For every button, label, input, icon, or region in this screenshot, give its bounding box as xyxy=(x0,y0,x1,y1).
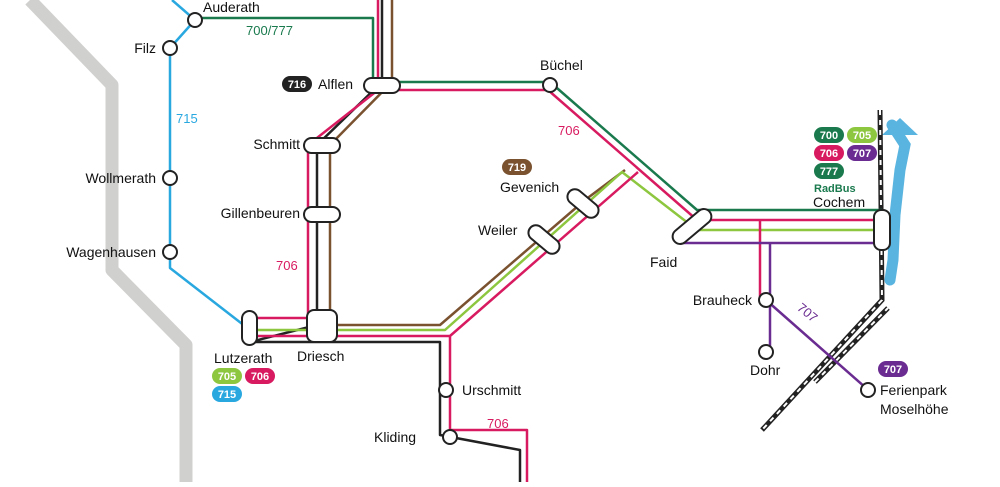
route-707 xyxy=(682,241,882,389)
stop-marker-filz[interactable] xyxy=(162,40,178,56)
stop-marker-buechel[interactable] xyxy=(542,77,558,93)
stop-label-filz: Filz xyxy=(134,40,156,56)
stop-label-ferienpark: Ferienpark xyxy=(880,382,948,398)
badge-lutzerath-715: 715 xyxy=(218,389,236,401)
motorway-band xyxy=(25,0,193,482)
route-label-707: 707 xyxy=(794,300,820,325)
stop-marker-gevenich[interactable] xyxy=(564,186,601,221)
route-label-700-777: 700/777 xyxy=(246,23,293,38)
badge-cochem-705-bg xyxy=(847,127,877,143)
stop-label-dohr: Dohr xyxy=(750,362,781,378)
badge-lutzerath-705-bg xyxy=(212,368,242,384)
stop-label-weiler: Weiler xyxy=(478,222,518,238)
stop-label-lutzerath: Lutzerath xyxy=(214,350,272,366)
route-705 xyxy=(250,170,882,332)
radbus-label: RadBus xyxy=(814,183,856,195)
route-label-706-kliding: 706 xyxy=(487,416,509,431)
stop-marker-faid[interactable] xyxy=(670,206,715,247)
stop-marker-auderath[interactable] xyxy=(187,12,203,28)
stop-marker-alflen[interactable] xyxy=(363,77,401,94)
route-label-715: 715 xyxy=(176,111,198,126)
route-label-706-buechel: 706 xyxy=(558,123,580,138)
badge-lutzerath-715-bg xyxy=(212,386,242,402)
stop-marker-brauheck[interactable] xyxy=(758,292,774,308)
badge-719-bg xyxy=(502,159,532,175)
stop-label-gillenbeuren: Gillenbeuren xyxy=(221,205,300,221)
badge-lutzerath-706: 706 xyxy=(251,371,269,383)
stop-label-schmitt: Schmitt xyxy=(253,136,300,152)
stop-marker-lutzerath[interactable] xyxy=(241,310,258,346)
stop-label-kliding: Kliding xyxy=(374,429,416,445)
badge-cochem-706: 706 xyxy=(820,148,838,160)
stop-label-wollmerath: Wollmerath xyxy=(85,170,156,186)
badge-716-bg xyxy=(282,76,312,92)
railway-line xyxy=(760,109,890,432)
badge-cochem-707-bg xyxy=(847,145,877,161)
badge-cochem-707: 707 xyxy=(853,148,871,160)
stop-marker-kliding[interactable] xyxy=(442,429,458,445)
badge-cochem-777-bg xyxy=(814,163,844,179)
stop-marker-wagenhausen[interactable] xyxy=(162,244,178,260)
route-label-706-schmitt: 706 xyxy=(276,258,298,273)
stop-marker-cochem[interactable] xyxy=(873,209,891,251)
route-716 xyxy=(248,0,522,482)
stop-label-auderath: Auderath xyxy=(203,0,260,15)
stop-label-urschmitt: Urschmitt xyxy=(462,382,521,398)
stop-marker-wollmerath[interactable] xyxy=(162,170,178,186)
stop-marker-weiler[interactable] xyxy=(525,222,562,257)
route-715 xyxy=(168,0,251,331)
badge-cochem-700: 700 xyxy=(820,130,838,142)
stop-label-gevenich: Gevenich xyxy=(500,179,559,195)
stop-label-buechel: Büchel xyxy=(540,57,583,73)
badge-cochem-705: 705 xyxy=(853,130,871,142)
badge-cochem-777: 777 xyxy=(820,166,838,178)
stop-label-driesch: Driesch xyxy=(297,348,344,364)
badge-cochem-706-bg xyxy=(814,145,844,161)
stop-label-brauheck: Brauheck xyxy=(693,292,753,308)
stop-marker-urschmitt[interactable] xyxy=(438,382,454,398)
badge-lutzerath-706-bg xyxy=(245,368,275,384)
stop-marker-schmitt[interactable] xyxy=(303,137,341,154)
badge-ferienpark-707: 707 xyxy=(884,364,902,376)
badge-719: 719 xyxy=(508,162,526,174)
river-arrow-icon xyxy=(882,118,918,135)
stop-marker-gillenbeuren[interactable] xyxy=(303,206,341,223)
stop-label-wagenhausen: Wagenhausen xyxy=(66,244,156,260)
stop-label-alflen: Alflen xyxy=(318,76,353,92)
badge-716: 716 xyxy=(288,79,306,91)
stop-label-moselhoehe: Moselhöhe xyxy=(880,401,949,417)
route-700 xyxy=(195,16,882,212)
stop-label-faid: Faid xyxy=(650,254,677,270)
stop-label-cochem: Cochem xyxy=(813,194,865,210)
stop-marker-driesch[interactable] xyxy=(306,309,338,343)
badge-cochem-700-bg xyxy=(814,127,844,143)
river xyxy=(884,119,911,286)
stop-marker-dohr[interactable] xyxy=(758,344,774,360)
badge-lutzerath-705: 705 xyxy=(218,371,236,383)
stop-marker-ferienpark[interactable] xyxy=(860,382,876,398)
badge-ferienpark-707-bg xyxy=(878,361,908,377)
